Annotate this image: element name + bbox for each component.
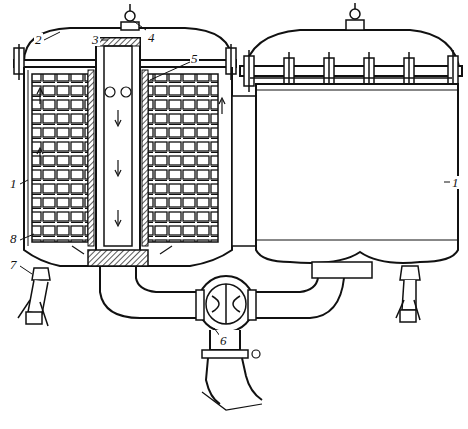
- callout-number: 1: [9, 177, 18, 190]
- callout-number: 1: [451, 176, 460, 189]
- callout-number: 7: [9, 258, 18, 271]
- callout-number: 3: [91, 33, 100, 46]
- callout-number: 6: [219, 334, 228, 347]
- callout-number: 2: [34, 33, 43, 46]
- callout-number: 5: [190, 52, 199, 65]
- callout-number: 4: [147, 31, 156, 44]
- callout-number: 8: [9, 232, 18, 245]
